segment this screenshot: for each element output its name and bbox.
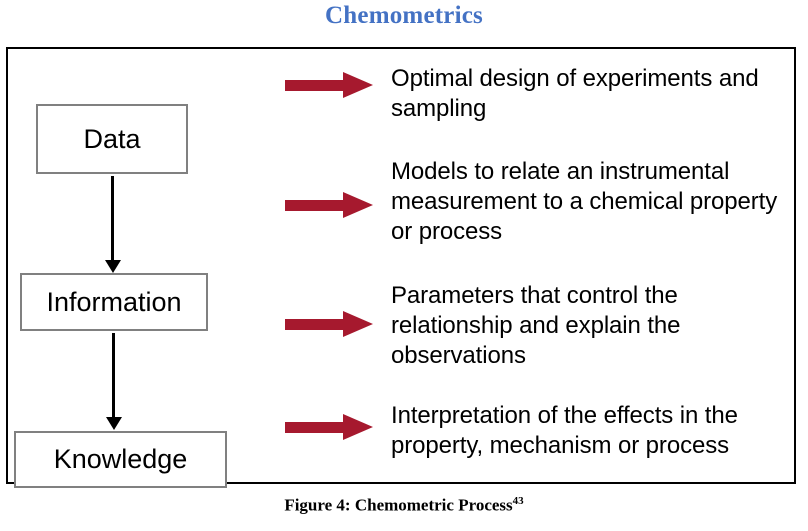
- arrow-head: [343, 72, 373, 98]
- red-right-arrow-icon-2: [285, 190, 373, 220]
- figure-caption-reference: 43: [512, 495, 524, 507]
- arrow-shaft: [285, 422, 345, 433]
- page-title: Chemometrics: [325, 2, 483, 29]
- red-right-arrow-icon-1: [285, 70, 373, 100]
- arrow-head: [343, 192, 373, 218]
- connector-arrowhead: [105, 260, 121, 273]
- figure-frame: Data Information Knowledge Optimal desig…: [6, 47, 796, 488]
- flow-step-text-1: Optimal design of experiments and sampli…: [391, 65, 759, 122]
- flow-box-data: Data: [36, 104, 188, 174]
- arrow-head: [343, 414, 373, 440]
- connector-arrowhead: [106, 417, 122, 430]
- figure-caption-text: Figure 4: Chemometric Process: [284, 495, 513, 515]
- connector-shaft: [112, 333, 115, 418]
- arrow-head: [343, 311, 373, 337]
- flow-step-text-3: Parameters that control the relationship…: [391, 282, 681, 369]
- down-arrow-icon-data-to-information: [100, 176, 126, 274]
- red-right-arrow-icon-4: [285, 412, 373, 442]
- flow-box-information-label: Information: [46, 286, 182, 317]
- connector-shaft: [111, 176, 114, 261]
- arrow-shaft: [285, 200, 345, 211]
- red-right-arrow-icon-3: [285, 309, 373, 339]
- arrow-shaft: [285, 80, 345, 91]
- flow-box-information: Information: [20, 273, 208, 331]
- flow-step-text-2: Models to relate an instrumental measure…: [391, 158, 778, 245]
- arrow-shaft: [285, 319, 345, 330]
- down-arrow-icon-information-to-knowledge: [101, 333, 127, 431]
- figure-caption: Figure 4: Chemometric Process43: [0, 495, 808, 516]
- flow-box-knowledge-label: Knowledge: [53, 444, 188, 474]
- flow-box-knowledge: Knowledge: [14, 431, 227, 488]
- flow-box-data-label: Data: [83, 123, 141, 154]
- flow-step-text-4: Interpretation of the effects in the pro…: [391, 402, 738, 459]
